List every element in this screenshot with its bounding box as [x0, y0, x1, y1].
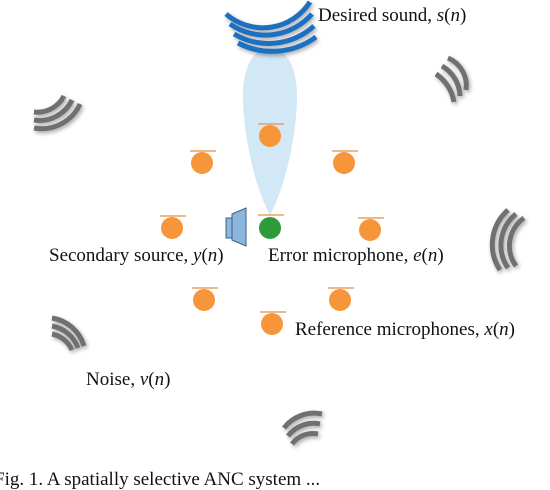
reference-mic-8 — [260, 311, 286, 335]
loudspeaker-icon — [225, 207, 247, 247]
reference-microphones — [160, 123, 384, 335]
noise-icon-right — [489, 208, 526, 272]
reference-mic-4 — [160, 215, 186, 239]
reference-mic-2 — [190, 150, 216, 174]
noise-icon-left — [51, 315, 87, 352]
noise-label: Noise, v(n) — [86, 369, 171, 390]
figure-caption: Fig. 1. A spatially selective ANC system… — [0, 469, 321, 490]
noise-icon-top-left — [33, 94, 83, 132]
reference-mic-6 — [192, 287, 218, 311]
reference-mic-5 — [358, 217, 384, 241]
reference-mic-3 — [332, 150, 358, 174]
secondary-source-label: Secondary source, y(n) — [49, 245, 224, 266]
error-microphone-icon — [258, 214, 284, 239]
error-microphone-label: Error microphone, e(n) — [268, 245, 444, 266]
noise-icon-bottom — [282, 410, 323, 446]
reference-mic-1 — [258, 123, 284, 147]
noise-icon-top-right — [434, 55, 469, 103]
desired-sound-label: Desired sound, s(n) — [318, 5, 467, 26]
reference-mic-7 — [328, 287, 354, 311]
desired-sound-icon — [224, 0, 318, 54]
reference-microphones-label: Reference microphones, x(n) — [295, 319, 515, 340]
